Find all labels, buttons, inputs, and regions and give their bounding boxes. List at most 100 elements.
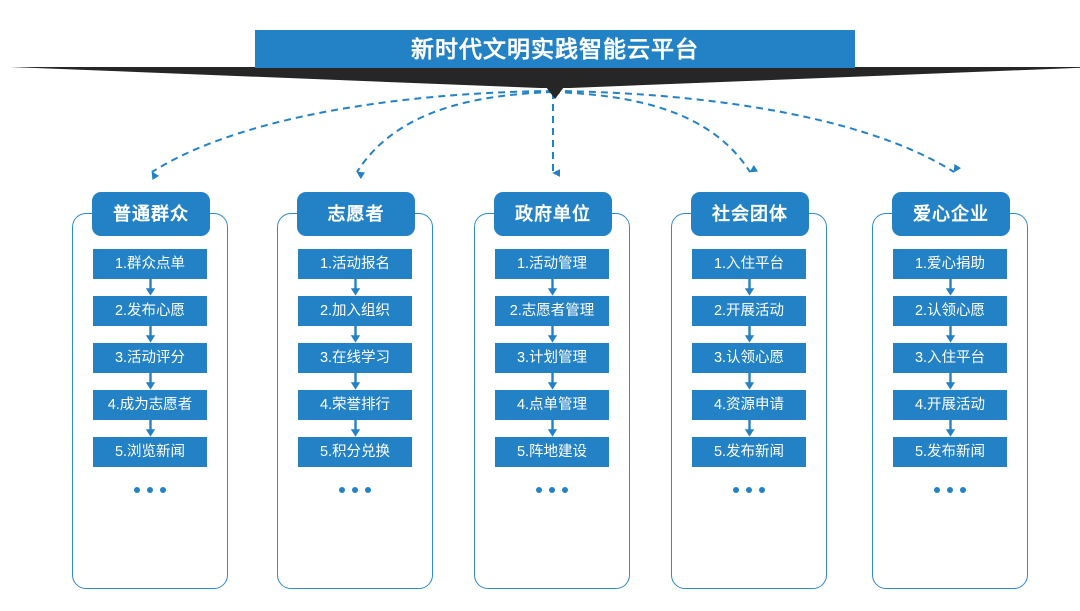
column-body: 1.爱心捐助 2.认领心愿 3.入住平台 4.开展活动 5.发布新闻 — [872, 249, 1028, 497]
platform-title-banner: 新时代文明实践智能云平台 — [10, 30, 1080, 99]
column-body: 1.活动管理 2.志愿者管理 3.计划管理 4.点单管理 5.阵地建设 — [474, 249, 630, 497]
step-arrow-icon — [945, 326, 955, 343]
step-item[interactable]: 4.成为志愿者 — [93, 390, 207, 420]
step-arrow-icon — [547, 420, 557, 437]
step-label: 1.活动报名 — [319, 255, 391, 272]
step-label: 3.入住平台 — [914, 349, 986, 366]
step-item[interactable]: 2.开展活动 — [692, 296, 806, 326]
step-arrow-icon — [350, 373, 360, 390]
column-header-label: 政府单位 — [515, 204, 591, 224]
step-label: 1.爱心捐助 — [914, 255, 986, 272]
step-item[interactable]: 1.活动管理 — [495, 249, 609, 279]
step-label: 4.成为志愿者 — [107, 396, 193, 413]
step-arrow-icon — [744, 326, 754, 343]
step-arrow-icon — [945, 373, 955, 390]
step-item[interactable]: 1.活动报名 — [298, 249, 412, 279]
banner-shadow-ribbon — [10, 67, 1080, 88]
role-column-social-group: 社会团体 1.入住平台 2.开展活动 3.认领心愿 4.资源申请 5.发布新闻 — [671, 192, 829, 592]
step-item[interactable]: 2.志愿者管理 — [495, 296, 609, 326]
step-item[interactable]: 5.阵地建设 — [495, 437, 609, 467]
banner-box: 新时代文明实践智能云平台 — [255, 30, 855, 68]
more-items-ellipsis — [339, 483, 371, 497]
step-label: 2.志愿者管理 — [509, 302, 595, 319]
step-label: 5.发布新闻 — [914, 443, 986, 460]
step-arrow-icon — [945, 279, 955, 296]
step-label: 4.点单管理 — [516, 396, 588, 413]
step-arrow-icon — [547, 373, 557, 390]
step-label: 3.活动评分 — [114, 349, 186, 366]
step-item[interactable]: 4.开展活动 — [893, 390, 1007, 420]
step-label: 3.认领心愿 — [713, 349, 785, 366]
step-arrow-icon — [547, 326, 557, 343]
step-item[interactable]: 4.点单管理 — [495, 390, 609, 420]
step-label: 4.荣誉排行 — [319, 396, 391, 413]
step-label: 5.发布新闻 — [713, 443, 785, 460]
step-item[interactable]: 3.活动评分 — [93, 343, 207, 373]
step-arrow-icon — [350, 279, 360, 296]
more-items-ellipsis — [733, 483, 765, 497]
page-title: 新时代文明实践智能云平台 — [411, 35, 699, 62]
column-header-label: 普通群众 — [113, 204, 189, 224]
step-label: 5.积分兑换 — [319, 443, 391, 460]
role-column-volunteer: 志愿者 1.活动报名 2.加入组织 3.在线学习 4.荣誉排行 5.积分兑换 — [277, 192, 435, 592]
step-label: 1.群众点单 — [114, 255, 186, 272]
step-item[interactable]: 3.在线学习 — [298, 343, 412, 373]
column-body: 1.活动报名 2.加入组织 3.在线学习 4.荣誉排行 5.积分兑换 — [277, 249, 433, 497]
step-label: 2.加入组织 — [319, 302, 391, 319]
step-item[interactable]: 2.发布心愿 — [93, 296, 207, 326]
column-header-government-unit[interactable]: 政府单位 — [494, 192, 612, 236]
step-arrow-icon — [350, 420, 360, 437]
step-arrow-icon — [744, 279, 754, 296]
step-item[interactable]: 2.认领心愿 — [893, 296, 1007, 326]
step-arrow-icon — [547, 279, 557, 296]
step-item[interactable]: 5.浏览新闻 — [93, 437, 207, 467]
column-header-label: 志愿者 — [327, 204, 385, 224]
step-label: 3.计划管理 — [516, 349, 588, 366]
step-arrow-icon — [145, 279, 155, 296]
step-arrow-icon — [145, 326, 155, 343]
step-arrow-icon — [744, 373, 754, 390]
step-item[interactable]: 3.认领心愿 — [692, 343, 806, 373]
column-header-label: 爱心企业 — [913, 204, 989, 224]
step-item[interactable]: 2.加入组织 — [298, 296, 412, 326]
step-item[interactable]: 5.发布新闻 — [692, 437, 806, 467]
step-label: 5.浏览新闻 — [114, 443, 186, 460]
step-item[interactable]: 3.计划管理 — [495, 343, 609, 373]
role-column-ordinary-public: 普通群众 1.群众点单 2.发布心愿 3.活动评分 4.成为志愿者 5.浏览新闻 — [72, 192, 230, 592]
more-items-ellipsis — [536, 483, 568, 497]
step-label: 2.认领心愿 — [914, 302, 986, 319]
step-item[interactable]: 3.入住平台 — [893, 343, 1007, 373]
step-label: 2.发布心愿 — [114, 302, 186, 319]
step-arrow-icon — [145, 373, 155, 390]
column-header-caring-enterprise[interactable]: 爱心企业 — [892, 192, 1010, 236]
column-header-social-group[interactable]: 社会团体 — [691, 192, 809, 236]
more-items-ellipsis — [134, 483, 166, 497]
step-item[interactable]: 4.资源申请 — [692, 390, 806, 420]
step-label: 4.资源申请 — [713, 396, 785, 413]
step-item[interactable]: 1.群众点单 — [93, 249, 207, 279]
step-item[interactable]: 5.积分兑换 — [298, 437, 412, 467]
step-label: 3.在线学习 — [319, 349, 391, 366]
column-header-label: 社会团体 — [712, 204, 788, 224]
step-arrow-icon — [744, 420, 754, 437]
step-label: 1.入住平台 — [713, 255, 785, 272]
step-label: 4.开展活动 — [914, 396, 986, 413]
step-label: 2.开展活动 — [713, 302, 785, 319]
step-item[interactable]: 1.爱心捐助 — [893, 249, 1007, 279]
step-item[interactable]: 5.发布新闻 — [893, 437, 1007, 467]
step-item[interactable]: 4.荣誉排行 — [298, 390, 412, 420]
step-item[interactable]: 1.入住平台 — [692, 249, 806, 279]
role-column-government-unit: 政府单位 1.活动管理 2.志愿者管理 3.计划管理 4.点单管理 5.阵地建设 — [474, 192, 632, 592]
step-label: 1.活动管理 — [516, 255, 588, 272]
step-arrow-icon — [945, 420, 955, 437]
role-column-caring-enterprise: 爱心企业 1.爱心捐助 2.认领心愿 3.入住平台 4.开展活动 5.发布新闻 — [872, 192, 1030, 592]
column-body: 1.入住平台 2.开展活动 3.认领心愿 4.资源申请 5.发布新闻 — [671, 249, 827, 497]
step-arrow-icon — [350, 326, 360, 343]
column-header-volunteer[interactable]: 志愿者 — [297, 192, 415, 236]
more-items-ellipsis — [934, 483, 966, 497]
step-arrow-icon — [145, 420, 155, 437]
column-header-ordinary-public[interactable]: 普通群众 — [92, 192, 210, 236]
step-label: 5.阵地建设 — [516, 443, 588, 460]
column-body: 1.群众点单 2.发布心愿 3.活动评分 4.成为志愿者 5.浏览新闻 — [72, 249, 228, 497]
